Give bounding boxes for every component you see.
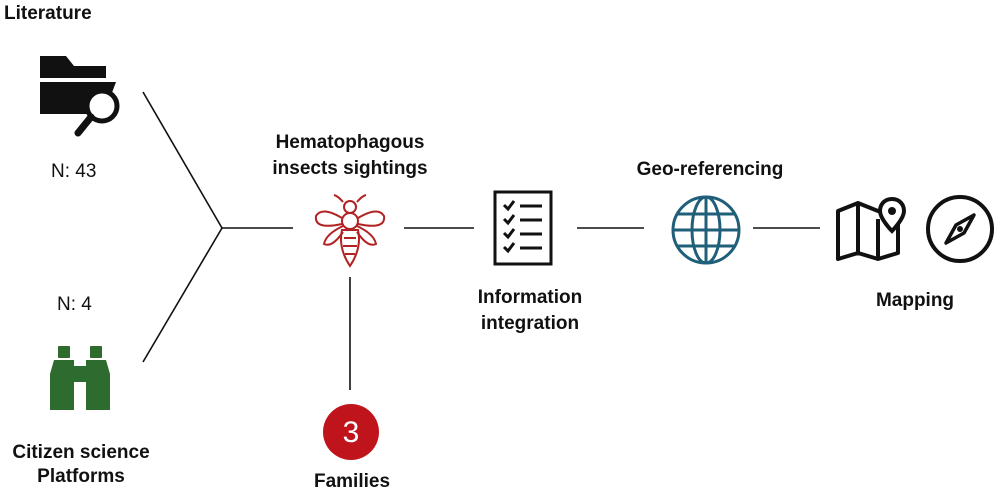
families-number: 3 xyxy=(343,416,360,449)
compass-icon xyxy=(926,195,994,263)
integration-title-line2: integration xyxy=(480,313,580,334)
families-label: Families xyxy=(313,471,391,492)
literature-count: N: 43 xyxy=(51,161,97,182)
georef-title: Geo-referencing xyxy=(636,159,784,180)
sightings-title-line1: Hematophagous xyxy=(275,132,425,153)
citizen-title-line1: Citizen science xyxy=(12,442,150,463)
citizen-title-line2: Platforms xyxy=(37,466,125,487)
literature-connector xyxy=(142,91,223,229)
globe-icon xyxy=(671,195,741,265)
checklist-icon xyxy=(493,190,553,266)
citizen-count: N: 4 xyxy=(57,294,92,315)
binoculars-icon xyxy=(50,346,110,410)
literature-title: Literature xyxy=(4,3,92,24)
citizen-connector xyxy=(142,227,223,363)
map-pin-icon xyxy=(836,197,907,261)
folder-search-icon xyxy=(40,56,120,137)
integration-title-line1: Information xyxy=(477,287,583,308)
mapping-title: Mapping xyxy=(875,290,955,311)
families-badge: 3 xyxy=(323,404,379,460)
bee-icon xyxy=(314,194,386,268)
sightings-title-line2: insects sightings xyxy=(272,158,428,179)
